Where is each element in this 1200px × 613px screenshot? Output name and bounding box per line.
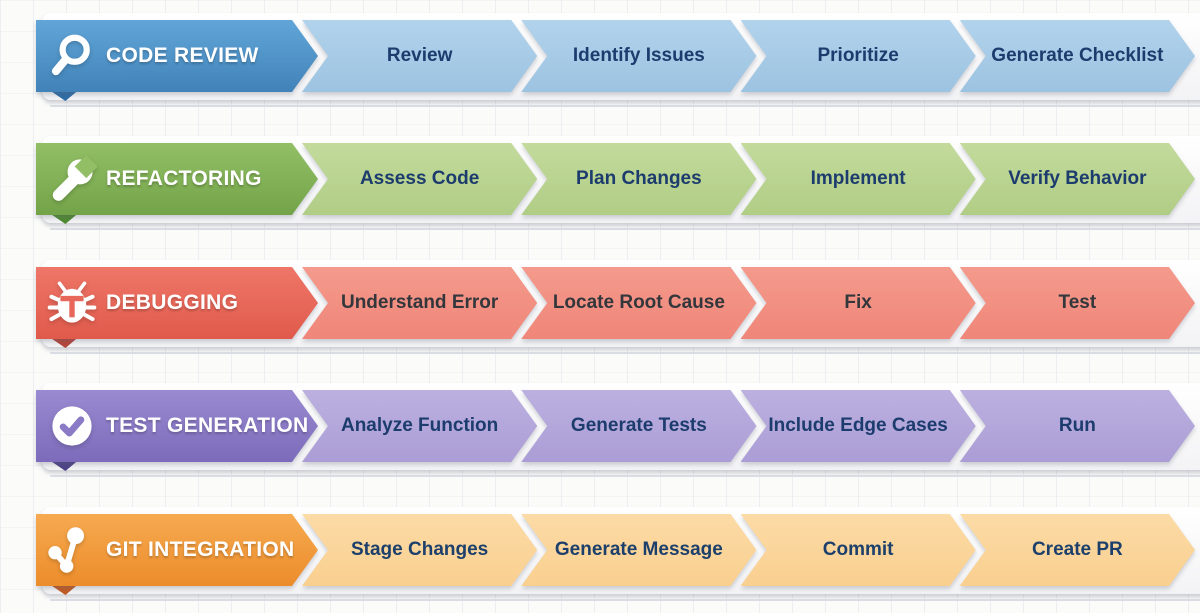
step-label: Analyze Function	[340, 415, 499, 436]
bug-icon	[47, 278, 97, 328]
step-label: Run	[1058, 415, 1096, 436]
step-label: Implement	[810, 168, 906, 189]
step: Generate Message	[521, 514, 756, 586]
step-label: Include Edge Cases	[768, 415, 948, 436]
step-label: Plan Changes	[576, 168, 702, 189]
step: Verify Behavior	[960, 143, 1195, 215]
step: Include Edge Cases	[741, 390, 976, 462]
separator-line	[50, 475, 1200, 477]
row-title: REFACTORING	[106, 167, 262, 190]
row-test-generation: TEST GENERATION Analyze Function Generat…	[36, 383, 1200, 477]
ribbon-bar: DEBUGGING Understand Error Locate Root C…	[36, 267, 1195, 339]
separator-line	[50, 599, 1200, 601]
row-title: GIT INTEGRATION	[106, 538, 295, 561]
step: Analyze Function	[302, 390, 537, 462]
row-title: DEBUGGING	[106, 291, 239, 314]
step: Plan Changes	[521, 143, 756, 215]
step-label: Verify Behavior	[1008, 168, 1147, 189]
ribbon-bar: GIT INTEGRATION Stage Changes Generate M…	[36, 514, 1195, 586]
step: Understand Error	[302, 267, 537, 339]
step: Test	[960, 267, 1195, 339]
separator-line	[50, 352, 1200, 354]
step-label: Prioritize	[817, 45, 899, 66]
step-label: Create PR	[1031, 539, 1123, 560]
check-circle-icon	[47, 401, 97, 451]
ribbon-bar: TEST GENERATION Analyze Function Generat…	[36, 390, 1195, 462]
step-label: Generate Message	[554, 539, 723, 560]
step: Prioritize	[741, 20, 976, 92]
step: Commit	[741, 514, 976, 586]
step: Review	[302, 20, 537, 92]
step: Run	[960, 390, 1195, 462]
ribbon-bar: CODE REVIEW Review Identify Issues Prior…	[36, 20, 1195, 92]
magnifier-icon	[47, 31, 97, 81]
step-label: Identify Issues	[572, 45, 705, 66]
row-title: TEST GENERATION	[106, 414, 309, 437]
step: Generate Checklist	[960, 20, 1195, 92]
step-label: Generate Tests	[570, 415, 707, 436]
step: Stage Changes	[302, 514, 537, 586]
step-label: Stage Changes	[350, 539, 489, 560]
row-debugging: DEBUGGING Understand Error Locate Root C…	[36, 260, 1200, 354]
git-branch-icon	[47, 525, 97, 575]
step-label: Commit	[822, 539, 894, 560]
row-header: GIT INTEGRATION	[36, 514, 318, 586]
wrench-icon	[47, 154, 97, 204]
row-header: TEST GENERATION	[36, 390, 318, 462]
step-label: Understand Error	[340, 292, 499, 313]
step: Fix	[741, 267, 976, 339]
step-label: Assess Code	[359, 168, 480, 189]
step: Assess Code	[302, 143, 537, 215]
row-header: REFACTORING	[36, 143, 318, 215]
step-label: Fix	[844, 292, 872, 313]
step: Implement	[741, 143, 976, 215]
row-title: CODE REVIEW	[106, 44, 259, 67]
step: Create PR	[960, 514, 1195, 586]
step-label: Review	[386, 45, 453, 66]
row-code-review: CODE REVIEW Review Identify Issues Prior…	[36, 13, 1200, 107]
step-label: Test	[1058, 292, 1097, 313]
row-refactoring: REFACTORING Assess Code Plan Changes Imp…	[36, 136, 1200, 230]
separator-line	[50, 105, 1200, 107]
step-label: Generate Checklist	[991, 45, 1164, 66]
step: Identify Issues	[521, 20, 756, 92]
step-label: Locate Root Cause	[552, 292, 725, 313]
separator-line	[50, 228, 1200, 230]
step: Locate Root Cause	[521, 267, 756, 339]
ribbon-bar: REFACTORING Assess Code Plan Changes Imp…	[36, 143, 1195, 215]
row-git-integration: GIT INTEGRATION Stage Changes Generate M…	[36, 507, 1200, 601]
step: Generate Tests	[521, 390, 756, 462]
row-header: CODE REVIEW	[36, 20, 318, 92]
row-header: DEBUGGING	[36, 267, 318, 339]
